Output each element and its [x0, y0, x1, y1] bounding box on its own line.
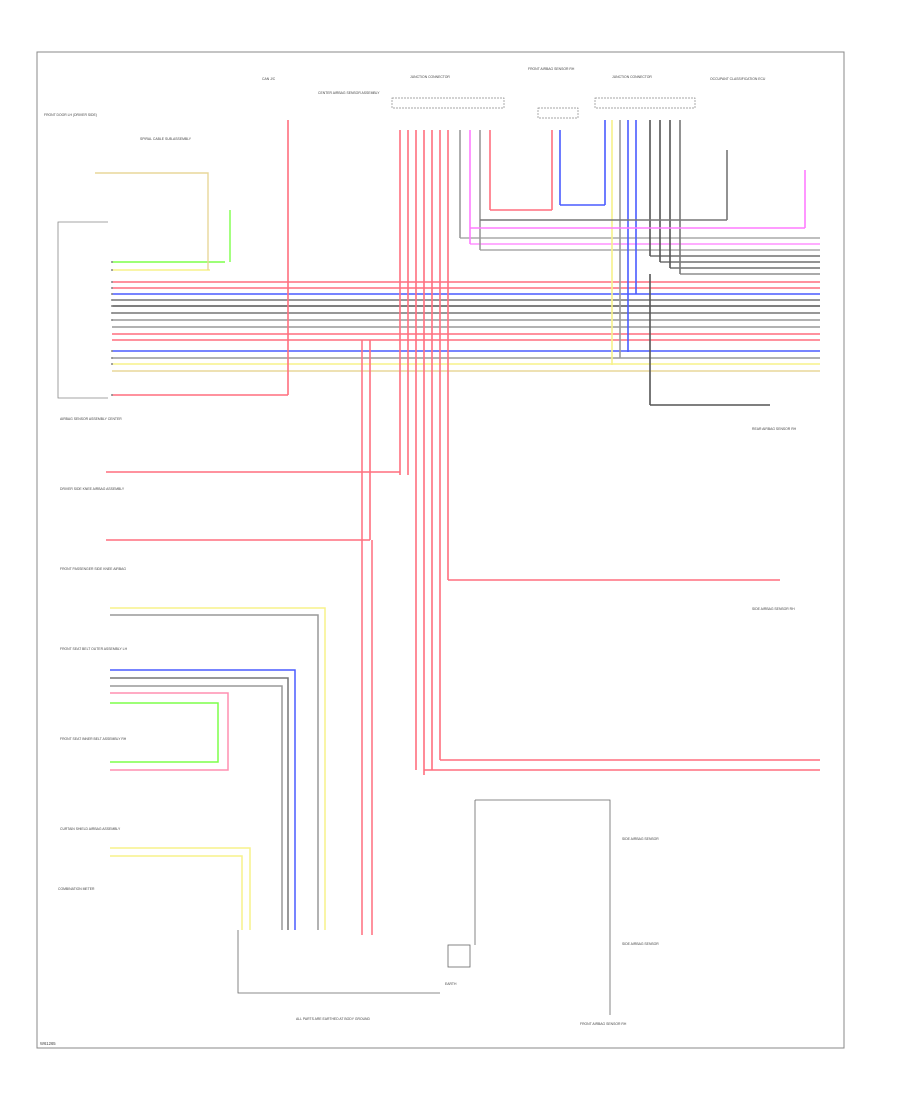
- main-bus-wires: [112, 261, 820, 396]
- label-curtain-sensor: FRONT AIRBAG SENSOR RH: [528, 67, 575, 71]
- label-right-module: OCCUPANT CLASSIFICATION ECU: [710, 77, 766, 81]
- footer-code: W61265: [40, 1041, 56, 1046]
- label-left-ecu: AIRBAG SENSOR ASSEMBLY CENTER: [60, 417, 122, 421]
- label-front-passenger: FRONT PASSENGER SIDE KNEE AIRBAG: [60, 567, 126, 571]
- label-junction-2: JUNCTION CONNECTOR: [612, 75, 652, 79]
- ground-bus-2: [475, 799, 611, 1015]
- label-bottom-ground: ALL PARTS ARE EARTHED AT BODY GROUND: [296, 1017, 370, 1021]
- junction-vertical-wires: [399, 120, 806, 775]
- label-junction-1: JUNCTION CONNECTOR: [410, 75, 450, 79]
- left-ecu-box: [57, 221, 108, 399]
- upper-right-bundle: [460, 237, 820, 275]
- label-side-1: SIDE AIRBAG SENSOR: [622, 837, 659, 841]
- spiral-cable-wires: [95, 172, 231, 270]
- junction-box-2: [594, 97, 696, 109]
- center-sensor-box: [537, 107, 579, 119]
- label-driver-knee: DRIVER SIDE KNEE AIRBAG ASSEMBLY: [60, 487, 125, 491]
- ground-bus: [237, 930, 440, 994]
- left-ecu-pins: [111, 261, 113, 396]
- ground-box: [447, 944, 471, 968]
- label-bottom-right: FRONT AIRBAG SENSOR RH: [580, 1022, 627, 1026]
- label-rear-sensor: REAR AIRBAG SENSOR RH: [752, 427, 797, 431]
- lower-left-wires: [110, 340, 373, 935]
- junction-box-1: [391, 97, 505, 109]
- label-side-sensor-rh: SIDE AIRBAG SENSOR RH: [752, 607, 795, 611]
- label-fuse: CAN J/C: [262, 77, 276, 81]
- diagram-labels: FRONT DOOR LH (DRIVER SIDE) SPIRAL CABLE…: [40, 67, 797, 1046]
- diagram-frame: [36, 51, 845, 1049]
- label-side-2: SIDE AIRBAG SENSOR: [622, 942, 659, 946]
- label-seat-belt-1: FRONT SEAT BELT OUTER ASSEMBLY LH: [60, 647, 128, 651]
- label-steering: SPIRAL CABLE SUB-ASSEMBLY: [140, 137, 192, 141]
- label-top-left: FRONT DOOR LH (DRIVER SIDE): [44, 113, 97, 117]
- label-cluster: COMBINATION METER: [58, 887, 95, 891]
- label-curtain-shield: CURTAIN SHIELD AIRBAG ASSEMBLY: [60, 827, 121, 831]
- label-earth: EARTH: [445, 982, 457, 986]
- label-center-module: CENTER AIRBAG SENSOR ASSEMBLY: [318, 91, 380, 95]
- label-seat-belt-2: FRONT SEAT INNER BELT ASSEMBLY RH: [60, 737, 127, 741]
